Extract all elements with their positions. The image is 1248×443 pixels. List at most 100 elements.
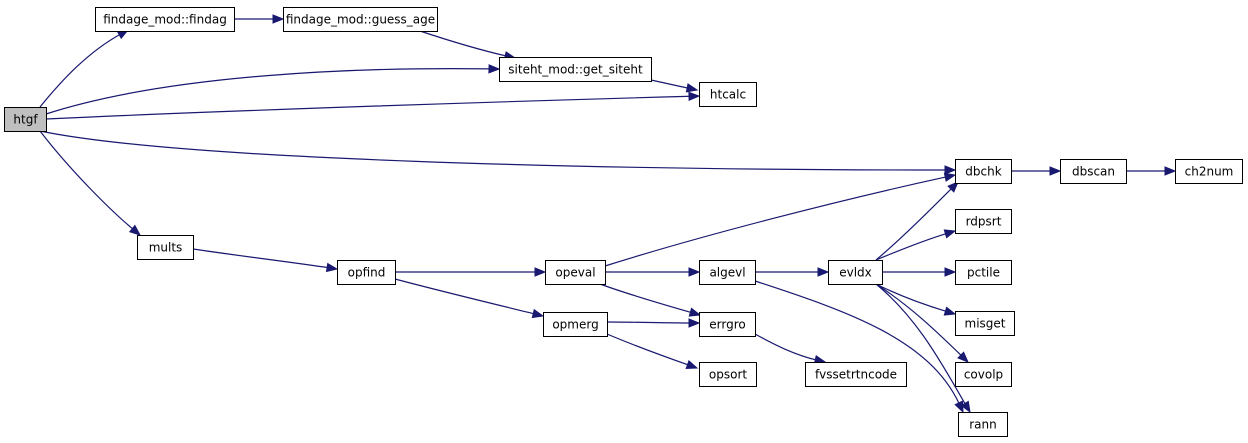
node-algevl[interactable]: algevl (699, 260, 756, 285)
edge-line (45, 95, 692, 120)
node-box[interactable] (137, 235, 194, 260)
edge-arrowhead (943, 172, 957, 182)
node-box[interactable] (1175, 159, 1243, 184)
node-opsort[interactable]: opsort (699, 362, 757, 387)
node-get_siteht[interactable]: siteht_mod::get_siteht (499, 57, 652, 82)
node-box[interactable] (337, 260, 396, 285)
node-opmerg[interactable]: opmerg (543, 312, 608, 337)
nodes-layer: htgf findage_mod::findag findage_mod::gues… (4, 7, 1243, 437)
edge-line (394, 278, 536, 315)
edge-algevl-to-rann (754, 280, 964, 414)
edge-htgf-to-mults (39, 130, 142, 236)
edge-arrowhead (957, 351, 969, 363)
edge-get_siteht-to-htcalc (650, 79, 699, 93)
node-dbscan[interactable]: dbscan (1060, 159, 1127, 184)
node-box[interactable] (955, 209, 1012, 234)
node-pctile[interactable]: pctile (955, 260, 1012, 285)
node-box[interactable] (955, 260, 1012, 285)
node-evldx[interactable]: evldx (828, 260, 883, 285)
edge-mults-to-opfind (192, 248, 339, 273)
edge-opmerg-to-errgro (606, 318, 701, 328)
edge-opeval-to-errgro (599, 283, 702, 317)
node-label: siteht_mod::get_siteht (508, 63, 643, 77)
node-box[interactable] (805, 362, 907, 387)
edge-line (754, 280, 961, 405)
edge-evldx-to-misget (875, 283, 957, 316)
node-box[interactable] (699, 312, 756, 337)
edge-line (39, 130, 948, 171)
node-covolp[interactable]: covolp (955, 362, 1012, 387)
edge-arrowhead (488, 64, 501, 74)
node-rdpsrt[interactable]: rdpsrt (955, 209, 1012, 234)
node-box[interactable] (699, 82, 757, 107)
node-errgro[interactable]: errgro (699, 312, 756, 337)
node-ch2num[interactable]: ch2num (1175, 159, 1243, 184)
edge-dbscan-to-ch2num (1125, 166, 1177, 176)
node-label: algevl (709, 266, 745, 280)
edge-evldx-to-pctile (882, 267, 957, 277)
edge-line (875, 283, 963, 357)
edge-line (650, 79, 690, 89)
edge-evldx-to-rdpsrt (875, 229, 957, 261)
edge-arrowhead (688, 91, 701, 102)
edge-arrowhead (1049, 166, 1062, 176)
node-box[interactable] (1060, 159, 1127, 184)
edge-arrowhead (947, 181, 959, 193)
node-label: fvssetrtncode (815, 368, 897, 382)
node-rann[interactable]: rann (958, 412, 1008, 437)
node-box[interactable] (545, 260, 606, 285)
node-box[interactable] (955, 159, 1012, 184)
node-guess_age[interactable]: findage_mod::guess_age (283, 7, 438, 32)
edge-arrowhead (531, 308, 545, 319)
node-box[interactable] (958, 412, 1008, 437)
node-htcalc[interactable]: htcalc (699, 82, 757, 107)
edge-evldx-to-covolp (875, 283, 969, 363)
node-label: findage_mod::findag (103, 13, 227, 27)
node-box[interactable] (95, 7, 235, 32)
node-htgf[interactable]: htgf (4, 107, 47, 132)
node-findag[interactable]: findage_mod::findag (95, 7, 235, 32)
node-label: mults (149, 241, 183, 255)
node-dbchk[interactable]: dbchk (955, 159, 1012, 184)
edge-evldx-to-rann (875, 283, 971, 414)
edge-line (599, 283, 693, 314)
node-box[interactable] (699, 362, 757, 387)
node-opeval[interactable]: opeval (545, 260, 606, 285)
node-label: rann (969, 418, 997, 432)
node-mults[interactable]: mults (137, 235, 194, 260)
edge-line (606, 333, 690, 366)
node-label: rdpsrt (966, 215, 1002, 229)
node-misget[interactable]: misget (955, 311, 1015, 336)
node-opfind[interactable]: opfind (337, 260, 396, 285)
node-box[interactable] (283, 7, 438, 32)
node-label: covolp (964, 368, 1003, 382)
node-box[interactable] (955, 311, 1015, 336)
edge-htgf-to-get_siteht (45, 64, 501, 115)
edge-arrowhead (944, 267, 957, 277)
edge-line (604, 176, 948, 267)
edge-arrowhead (685, 360, 699, 370)
node-box[interactable] (499, 57, 652, 82)
node-box[interactable] (828, 260, 883, 285)
node-fvssetrtncode[interactable]: fvssetrtncode (805, 362, 907, 387)
edge-line (875, 283, 967, 406)
edge-arrowhead (325, 262, 339, 273)
edge-arrowhead (272, 14, 285, 24)
node-label: opsort (709, 368, 747, 382)
edge-line (875, 232, 948, 261)
edge-htgf-to-findag (39, 29, 130, 108)
edge-arrowhead (688, 267, 701, 277)
node-box[interactable] (543, 312, 608, 337)
node-box[interactable] (955, 362, 1012, 387)
edge-htgf-to-dbchk (39, 130, 957, 175)
edge-line (45, 68, 492, 115)
edge-line (39, 130, 135, 231)
edge-line (754, 333, 818, 361)
edge-arrowhead (685, 83, 699, 93)
node-box[interactable] (699, 260, 756, 285)
node-box[interactable] (4, 107, 47, 132)
edge-errgro-to-fvssetrtncode (754, 333, 827, 365)
edge-opeval-to-algevl (605, 267, 701, 277)
node-label: htcalc (710, 88, 746, 102)
